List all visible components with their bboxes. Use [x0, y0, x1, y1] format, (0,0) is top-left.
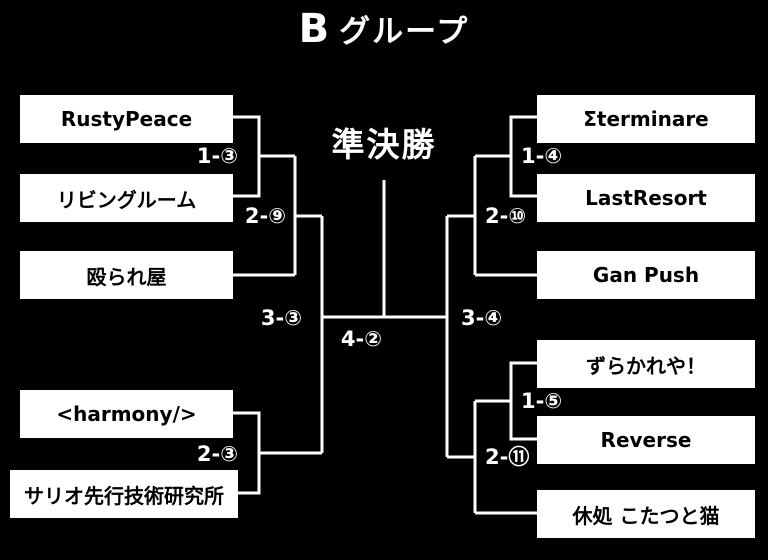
semifinal-heading: 準決勝 [331, 125, 437, 164]
team-box-right-2: LastResort [537, 174, 755, 222]
team-box-left-5: サリオ先行技術研究所 [10, 470, 238, 518]
team-box-right-4: ずらかれや！ [537, 340, 755, 388]
match-label-right-round1-top: 1-④ [521, 144, 563, 168]
match-label-left-round1-bottom: 2-③ [196, 442, 238, 466]
team-box-right-3: Gan Push [537, 251, 755, 299]
right-round2-top-connector [447, 156, 537, 277]
match-label-left-semifinal: 3-③ [260, 306, 302, 330]
left-round2-top-connector [233, 156, 322, 277]
match-label-left-round2-top: 2-⑨ [244, 204, 286, 228]
match-label-right-round2-top: 2-⑩ [485, 204, 527, 228]
team-box-right-1: Σterminare [537, 95, 755, 143]
group-letter: B [298, 6, 330, 52]
team-box-right-6: 休処 こたつと猫 [537, 490, 755, 538]
match-label-right-round1-bottom: 1-⑤ [521, 389, 563, 413]
right-semifinal-connector [383, 216, 449, 457]
right-round1-bottom-connector [475, 361, 537, 441]
group-word: グループ [339, 14, 470, 50]
left-semifinal-connector [320, 216, 385, 453]
match-label-final: 4-② [340, 327, 382, 351]
team-box-right-5: Reverse [537, 416, 755, 464]
match-label-left-round1-top: 1-③ [196, 144, 238, 168]
match-label-right-semifinal: 3-④ [461, 306, 503, 330]
right-round2-bottom-connector [447, 401, 537, 515]
left-round1-bottom-connector [233, 411, 322, 495]
left-round1-top-connector [233, 115, 295, 198]
team-box-left-3: 殴られ屋 [20, 251, 233, 299]
team-box-left-2: リビングルーム [20, 174, 233, 222]
team-box-left-4: <harmony/> [20, 390, 233, 438]
right-round1-top-connector [475, 115, 537, 198]
team-box-left-1: RustyPeace [20, 95, 233, 143]
match-label-right-round2-bottom: 2-⑪ [485, 445, 530, 469]
